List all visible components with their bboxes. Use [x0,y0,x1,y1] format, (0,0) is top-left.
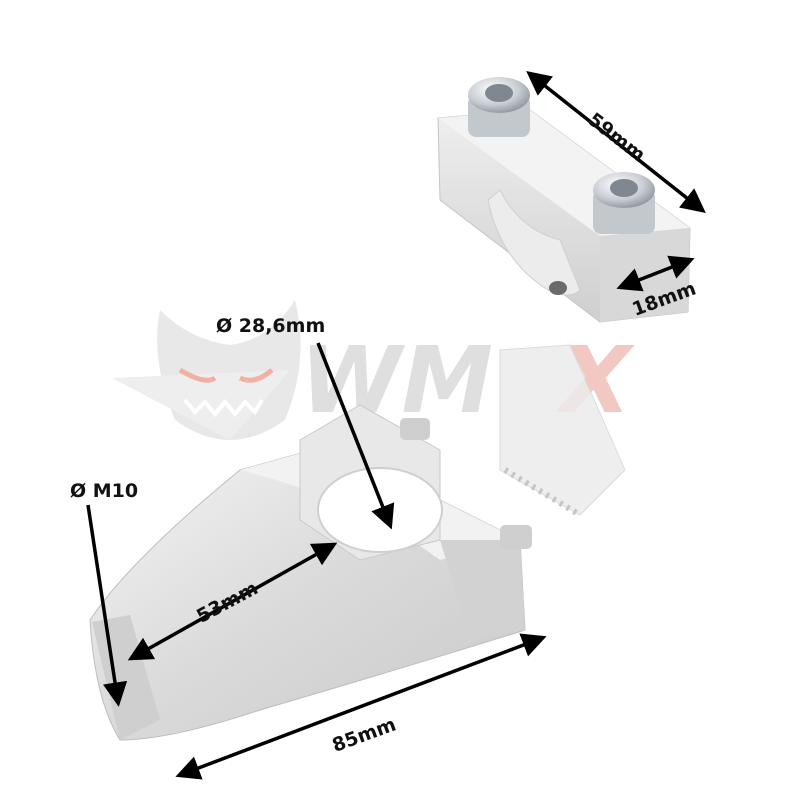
clamp-side-part [499,344,626,518]
arrow-bore [316,342,395,530]
riser-base [89,404,532,741]
arrow-length [175,633,547,780]
arrow-top-width [616,255,695,292]
arrow-thread [86,504,128,707]
dimension-arrows [86,70,706,780]
svg-text:WM: WM [300,327,493,434]
arrow-width [127,542,338,661]
cap-bolt-1 [468,77,530,137]
cap-bolt-2 [593,172,655,234]
label-thread: Ø M10 [70,480,139,502]
label-bore: Ø 28,6mm [216,315,326,337]
clamp-cap [437,77,691,323]
arrow-top-length [526,70,706,214]
